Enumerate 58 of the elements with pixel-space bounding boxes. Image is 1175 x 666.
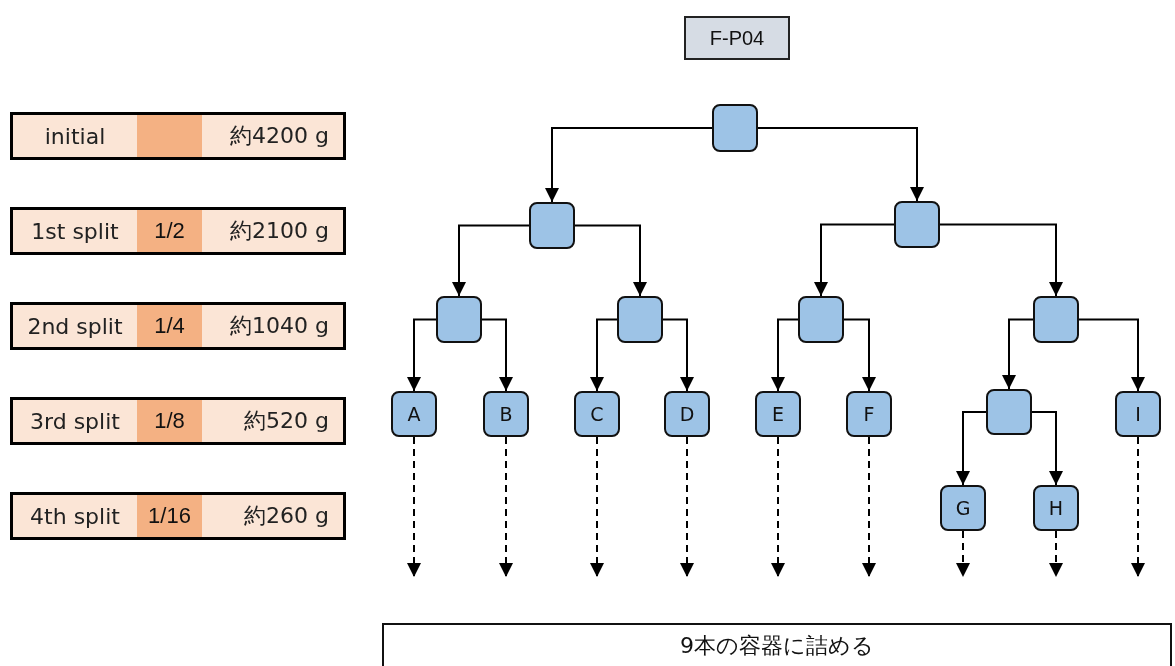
fraction-cell: 1/16 [137, 495, 202, 537]
split-arrow [956, 411, 987, 486]
split-arrow [407, 318, 437, 392]
fraction-cell: 1/8 [137, 400, 202, 442]
output-arrow [771, 436, 785, 578]
split-arrow [1002, 318, 1034, 390]
split-box [712, 104, 758, 152]
fraction-cell: 1/4 [137, 305, 202, 347]
result-box: 9本の容器に詰める [382, 623, 1172, 666]
split-arrow [939, 223, 1063, 297]
output-arrow [680, 436, 694, 578]
split-arrow [1078, 318, 1145, 392]
split-label: initial [44, 123, 106, 149]
split-arrow [481, 318, 513, 392]
split-arrow [757, 127, 924, 202]
output-arrow [590, 436, 604, 578]
sample-box: D [664, 391, 710, 437]
split-arrow [574, 224, 647, 297]
weight-label: 約4200 g [230, 122, 329, 150]
split-box [529, 202, 575, 249]
split-box [436, 296, 482, 343]
split-label: 1st split [31, 218, 119, 244]
weight-label: 約260 g [244, 502, 329, 530]
output-arrow [862, 436, 876, 578]
split-box [617, 296, 663, 343]
sample-box: B [483, 391, 529, 437]
sample-box: E [755, 391, 801, 437]
output-arrow [956, 530, 970, 578]
split-label: 4th split [30, 503, 120, 529]
fraction-cell: 1/2 [137, 210, 202, 252]
split-box [798, 296, 844, 343]
weight-label: 約1040 g [230, 312, 329, 340]
sample-box: G [940, 485, 986, 531]
split-arrow [452, 224, 530, 297]
output-arrow [407, 436, 421, 578]
output-arrow [1049, 530, 1063, 578]
split-arrow [771, 318, 799, 392]
sample-box: I [1115, 391, 1161, 437]
weight-label: 約520 g [244, 407, 329, 435]
split-label: 2nd split [27, 313, 123, 339]
split-arrow [843, 318, 876, 392]
split-arrow [1031, 411, 1063, 486]
split-box [894, 201, 940, 248]
sample-box: F [846, 391, 892, 437]
split-label: 3rd split [30, 408, 120, 434]
split-arrow [662, 318, 694, 392]
output-arrow [1131, 436, 1145, 578]
title-box: F-P04 [684, 16, 790, 60]
split-box [986, 389, 1032, 435]
sample-box: C [574, 391, 620, 437]
output-arrow [499, 436, 513, 578]
weight-label: 約2100 g [230, 217, 329, 245]
split-arrow [545, 127, 713, 203]
sample-box: H [1033, 485, 1079, 531]
sample-box: A [391, 391, 437, 437]
split-arrow [814, 223, 895, 297]
split-arrow [590, 318, 618, 392]
split-box [1033, 296, 1079, 343]
